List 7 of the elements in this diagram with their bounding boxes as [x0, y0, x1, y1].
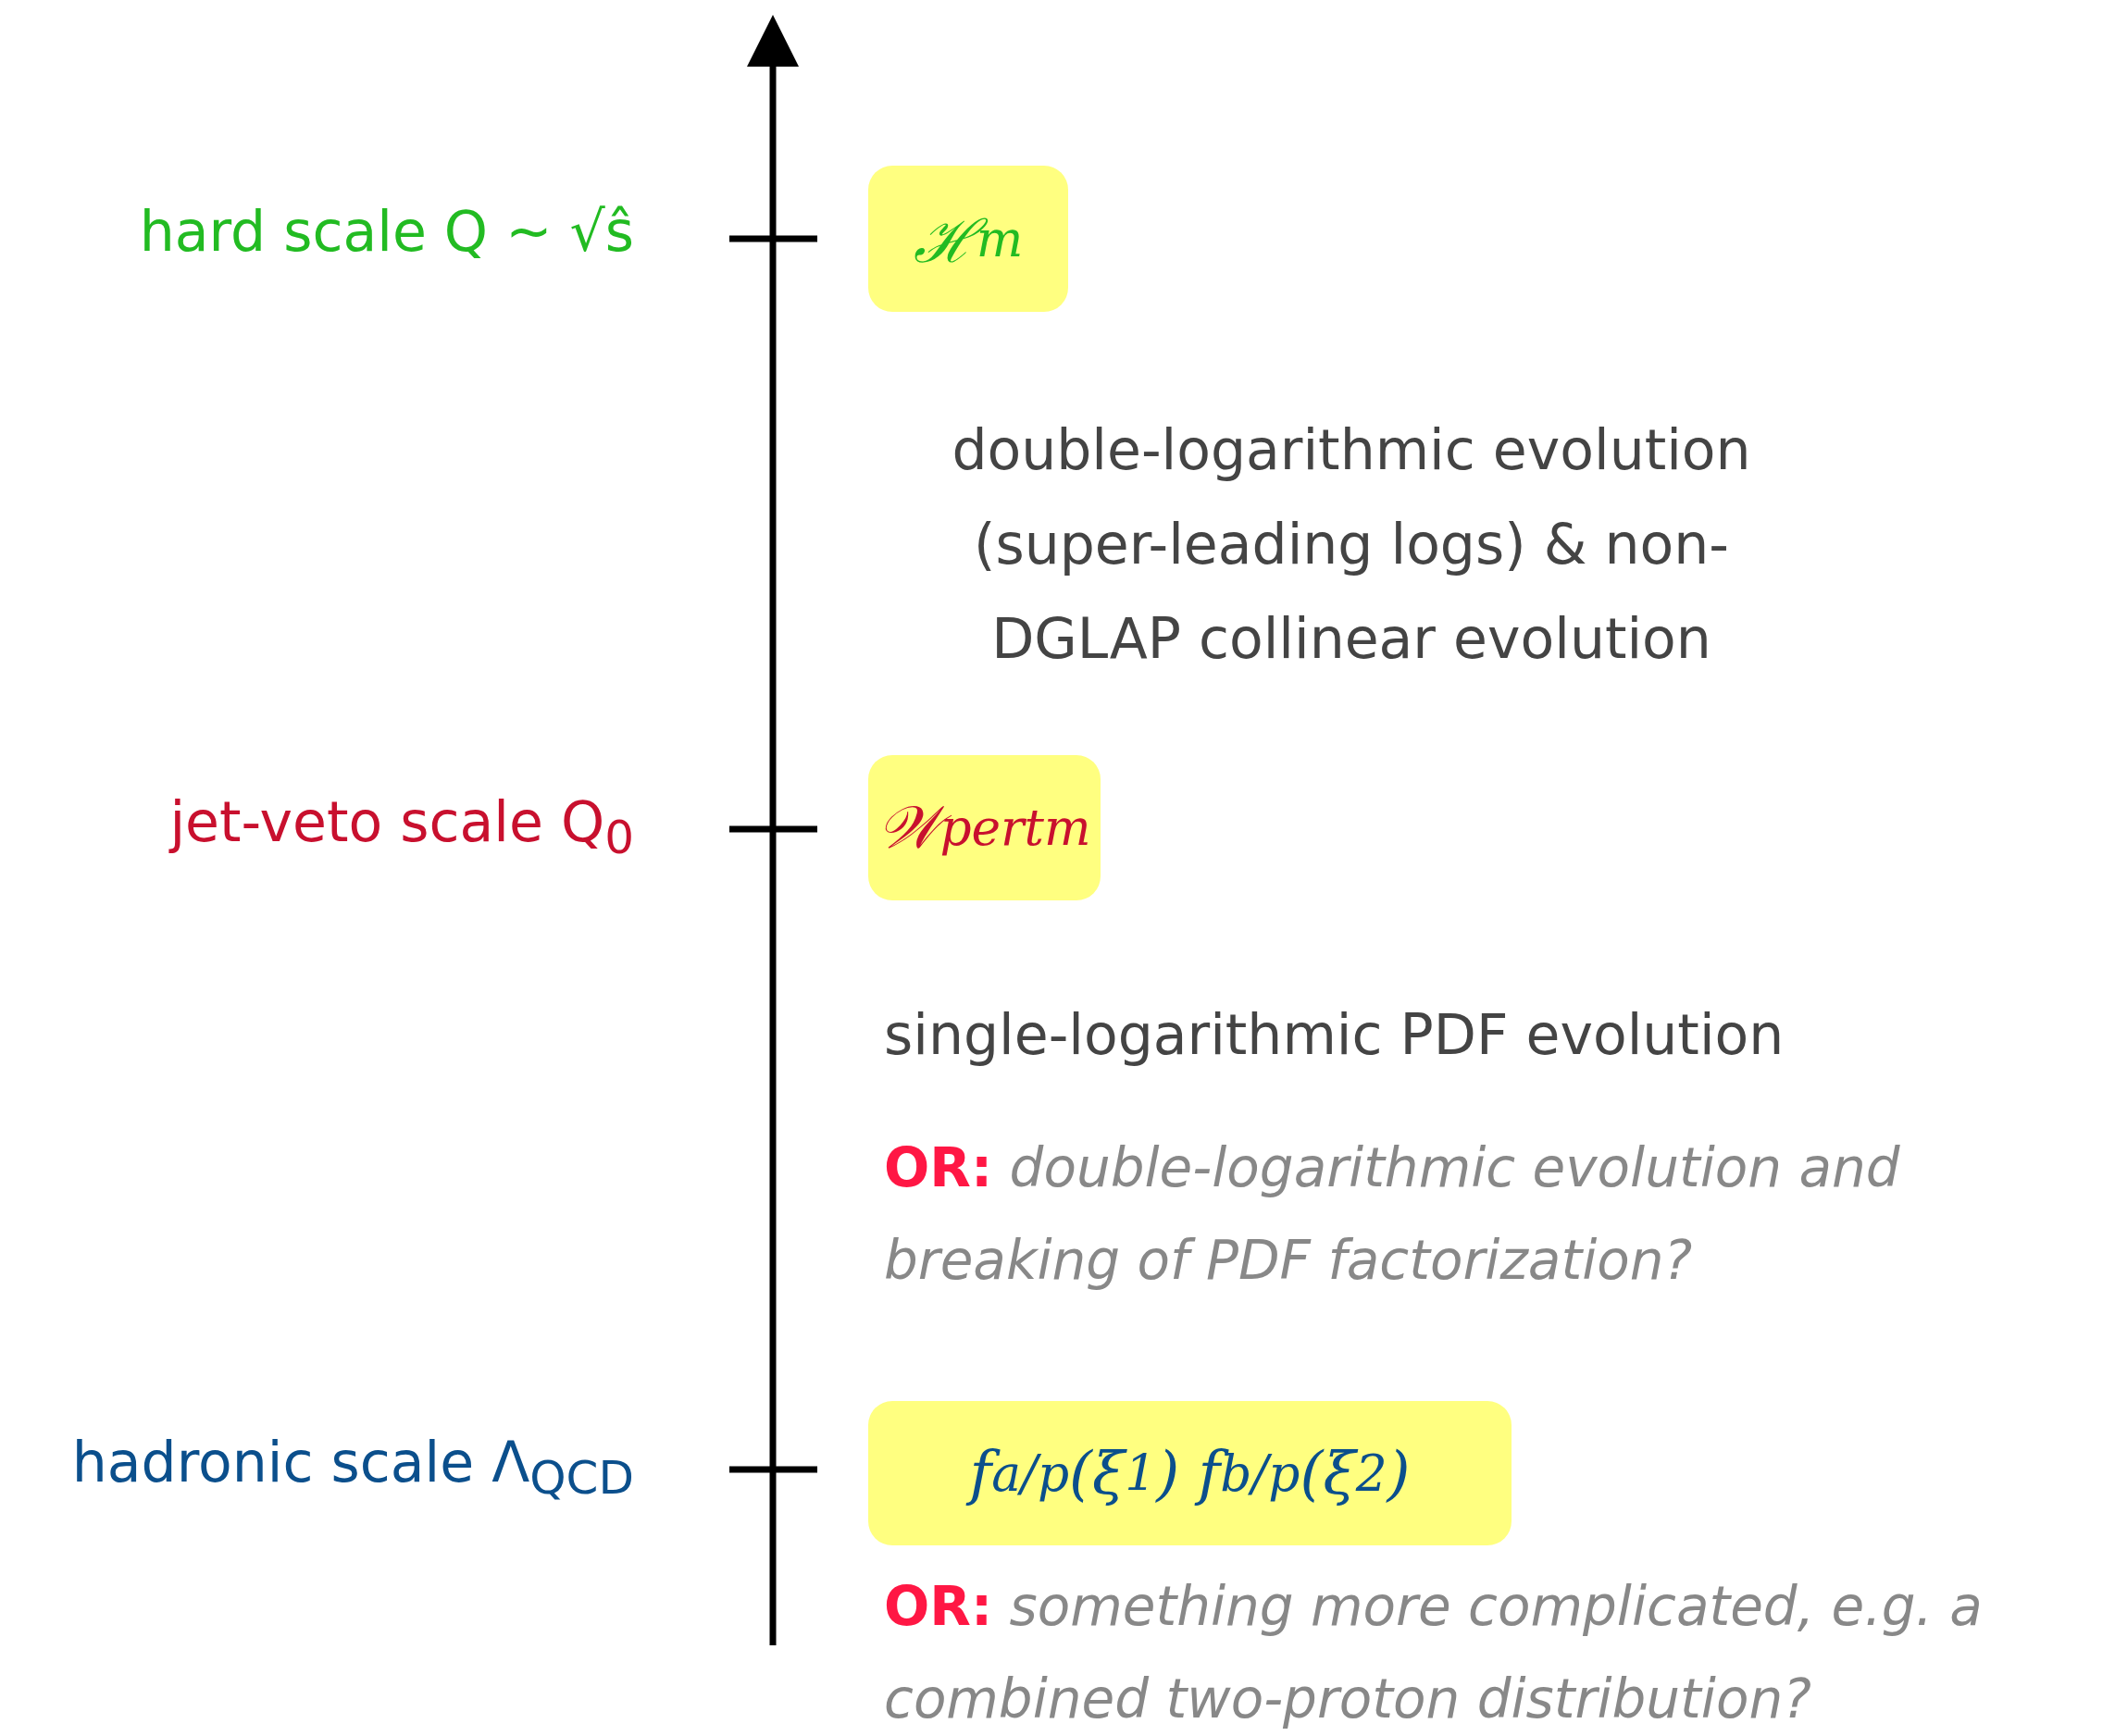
- scale-label: hadronic scale Λ$_{QCD}$: [71, 1430, 634, 1505]
- scale-label: hard scale Q ~ √ŝ: [139, 199, 634, 264]
- note-text: OR: double-logarithmic evolution and breaking of PDF factorization?: [884, 1135, 1901, 1294]
- description-text: double-logarithmic evolution (super-leading logs) & non-DGLAP collinear evolution: [951, 416, 1752, 673]
- note-text: OR: something more complicated, e.g. a combined two-proton distribution?: [884, 1574, 1984, 1732]
- description-text: single-logarithmic PDF evolution: [884, 1001, 1785, 1069]
- scale-label: jet-veto scale Q$_{0}$: [169, 789, 634, 864]
